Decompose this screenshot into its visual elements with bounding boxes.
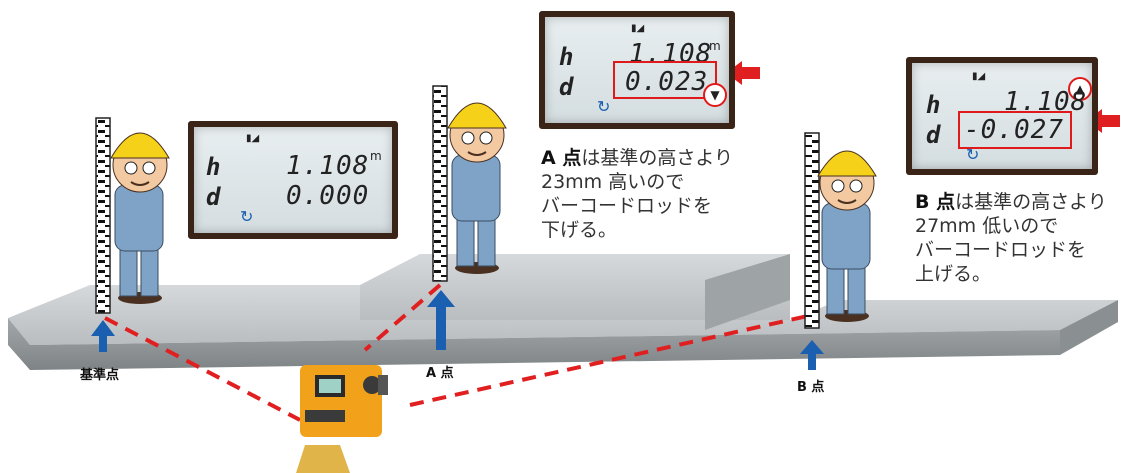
lcd-display-a: ▮◢ h 1.108 m d 0.023 ▼ ↻	[539, 11, 735, 129]
h-label: h	[926, 91, 941, 119]
sight-line-base	[104, 316, 301, 422]
arrow-up-icon-base	[91, 320, 115, 352]
sight-lines	[104, 283, 813, 422]
triangle-down-icon: ▼	[703, 83, 727, 107]
note-point-a-label: A 点	[541, 147, 582, 169]
point-arrows	[91, 290, 824, 370]
d-value-highlight	[958, 111, 1072, 149]
note-point-a: A 点は基準の高さより 23mm 高いので バーコードロッドを 下げる。	[541, 146, 733, 242]
arrow-up-icon-b	[800, 340, 824, 370]
d-value: -0.027	[964, 115, 1064, 145]
d-value: 0.000	[286, 181, 370, 211]
triangle-up-icon: ▲	[1068, 77, 1092, 101]
level-instrument-icon	[296, 365, 388, 473]
note-line: バーコードロッドを	[541, 195, 713, 217]
d-label: d	[206, 183, 221, 211]
arrow-up-icon-a	[427, 290, 455, 350]
rotation-icon: ↻	[240, 207, 254, 226]
note-line: 23mm 高いので	[541, 171, 685, 193]
label-point-a: A 点	[426, 366, 454, 381]
note-line: 上げる。	[915, 263, 992, 285]
h-label: h	[206, 153, 221, 181]
d-value-highlight	[613, 61, 717, 99]
sight-line-a	[363, 283, 442, 352]
label-point-b: B 点	[797, 380, 825, 395]
note-line: 下げる。	[541, 219, 618, 241]
rods	[95, 85, 820, 329]
worker-base	[110, 132, 170, 304]
worker-a	[447, 102, 507, 274]
note-point-b-label: B 点	[915, 191, 956, 213]
barcode-rod-base	[95, 117, 111, 314]
antenna-icon: ▮◢	[631, 23, 645, 34]
barcode-rod-a	[432, 85, 448, 282]
d-label: d	[559, 73, 574, 101]
antenna-icon: ▮◢	[246, 133, 260, 144]
h-value: 1.108	[629, 39, 713, 69]
d-label: d	[926, 121, 941, 149]
note-point-b: B 点は基準の高さより 27mm 低いので バーコードロッドを 上げる。	[915, 190, 1107, 286]
h-unit: m	[370, 149, 382, 163]
note-line: 27mm 低いので	[915, 215, 1059, 237]
barcode-rod-b	[804, 132, 820, 329]
rotation-icon: ↻	[597, 97, 611, 116]
rotation-icon: ↻	[966, 145, 980, 164]
label-base-point: 基準点	[80, 368, 120, 383]
h-value: 1.108	[286, 151, 370, 181]
lcd-display-base: ▮◢ h 1.108 m d 0.000 ↻	[188, 121, 398, 239]
worker-b	[817, 150, 877, 322]
note-line: バーコードロッドを	[915, 239, 1087, 261]
h-unit: m	[709, 39, 721, 53]
note-line: は基準の高さより	[955, 191, 1107, 213]
note-line: は基準の高さより	[581, 147, 733, 169]
h-label: h	[559, 43, 574, 71]
antenna-icon: ▮◢	[972, 71, 986, 82]
d-value: 0.023	[625, 67, 709, 97]
lcd-display-b: ▮◢ ▲ h 1.108 d -0.027 ↻	[906, 57, 1098, 175]
